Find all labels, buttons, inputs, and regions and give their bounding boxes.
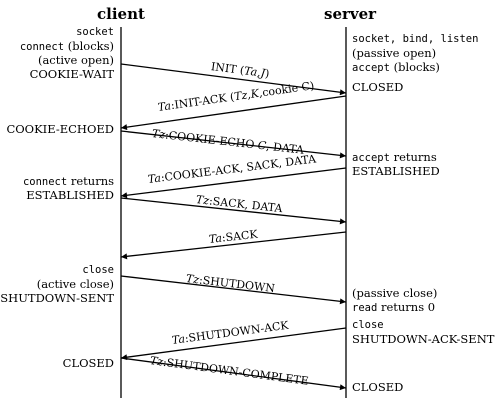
client-connect-returns-rest: returns <box>70 174 114 188</box>
server-passive-close: (passive close) <box>352 286 438 300</box>
client-active-close: (active close) <box>36 277 114 291</box>
arrow-cookie-echo <box>120 130 347 159</box>
server-state-closed-top: CLOSED <box>352 80 404 94</box>
arrow-sack-data <box>120 197 347 225</box>
server-accept-call: accept (blocks) <box>352 61 440 75</box>
arrow-shutdown-complete <box>120 357 347 391</box>
server-read-word: read <box>352 302 378 314</box>
client-connect-returns: connect returns <box>23 175 114 189</box>
client-connect-word: connect <box>19 41 65 53</box>
client-state-closed: CLOSED <box>62 356 114 370</box>
arrow-init <box>120 63 347 96</box>
client-connect-rest: (blocks) <box>67 39 114 53</box>
client-close-call: close <box>82 264 114 276</box>
server-accept-returns-rest: returns <box>393 150 437 164</box>
client-socket-call: socket <box>76 26 114 38</box>
arrow-sack <box>120 231 347 260</box>
client-connect-call: connect (blocks) <box>20 40 114 54</box>
server-state-closed-bottom: CLOSED <box>352 380 404 394</box>
client-state-cookie-wait: COOKIE-WAIT <box>29 67 114 81</box>
server-read-returns: read returns 0 <box>352 301 435 315</box>
arrow-shutdown-ack <box>120 327 347 361</box>
client-state-cookie-echoed: COOKIE-ECHOED <box>6 122 114 136</box>
server-state-shutdown-ack-sent: SHUTDOWN-ACK-SENT <box>352 332 495 346</box>
arrow-shutdown <box>120 275 347 305</box>
server-accept-returns: accept returns <box>352 151 437 165</box>
client-state-established: ESTABLISHED <box>26 188 114 202</box>
server-accept-returns-word: accept <box>352 152 390 164</box>
server-passive-open: (passive open) <box>352 46 437 60</box>
client-connect-returns-word: connect <box>22 176 68 188</box>
client-header: client <box>97 5 145 23</box>
server-state-established: ESTABLISHED <box>352 164 440 178</box>
arrow-init-ack <box>120 95 347 131</box>
server-header: server <box>324 5 377 23</box>
client-state-shutdown-sent: SHUTDOWN-SENT <box>0 291 114 305</box>
arrow-cookie-ack <box>120 167 347 199</box>
server-accept-rest: (blocks) <box>393 60 440 74</box>
server-socket-bind-listen: socket, bind, listen <box>352 33 479 45</box>
server-accept-word: accept <box>352 62 390 74</box>
server-close-call: close <box>352 319 384 331</box>
client-active-open: (active open) <box>37 53 114 67</box>
server-read-rest: returns 0 <box>380 300 436 314</box>
